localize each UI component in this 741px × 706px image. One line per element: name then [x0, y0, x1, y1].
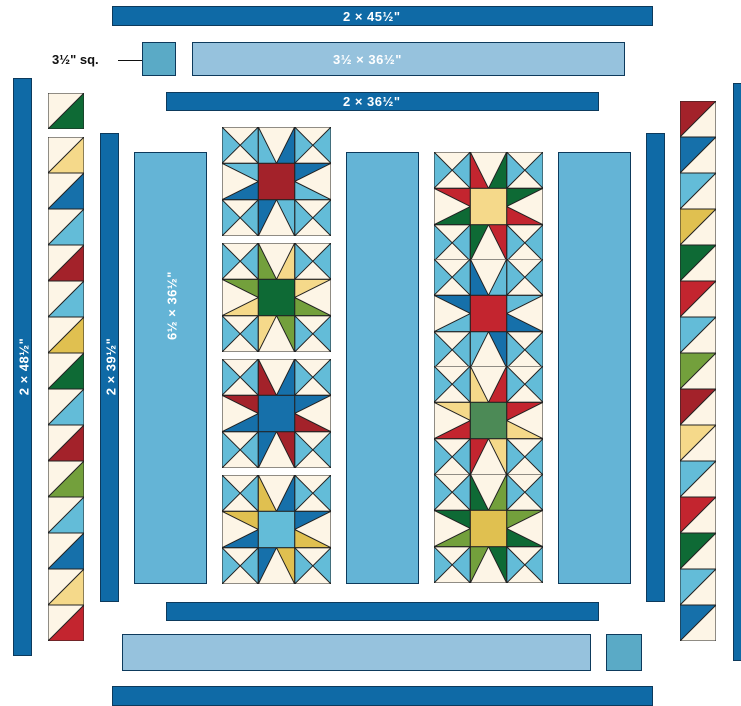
bottom-light-border	[122, 634, 591, 671]
large-block-1	[434, 152, 543, 261]
left-inner-border: 2 × 39½"	[100, 133, 119, 602]
large-block-2	[434, 259, 543, 368]
left-inner-border-label: 2 × 39½"	[104, 327, 119, 407]
center-panel-middle	[346, 152, 419, 584]
large-block-3	[434, 366, 543, 475]
top-inner-border: 2 × 36½"	[166, 92, 599, 111]
right-outer-border	[733, 83, 741, 661]
star-block-1	[222, 127, 331, 236]
large-block-4	[434, 474, 543, 583]
top-inner-border-label: 2 × 36½"	[343, 94, 401, 109]
top-outer-border-label: 2 × 45½"	[343, 9, 401, 24]
left-hst-strip	[48, 137, 84, 641]
star-block-2	[222, 243, 331, 352]
center-panel-right	[558, 152, 631, 584]
center-panel-label: 6½ × 36½"	[165, 256, 180, 356]
left-hst-corner	[48, 93, 84, 129]
bottom-inner-border	[166, 602, 599, 621]
star-block-3	[222, 359, 331, 468]
callout-line	[118, 60, 142, 61]
left-outer-border-label: 2 × 48½"	[17, 327, 32, 407]
bottom-outer-border	[112, 686, 653, 706]
star-block-4	[222, 475, 331, 584]
bottom-corner-square	[606, 634, 642, 671]
top-light-border: 3½ × 36½"	[192, 42, 625, 76]
right-inner-border	[646, 133, 665, 602]
corner-square-label: 3½" sq.	[52, 52, 99, 67]
top-outer-border: 2 × 45½"	[112, 6, 653, 26]
center-panel-left: 6½ × 36½"	[134, 152, 207, 584]
top-light-border-label: 3½ × 36½"	[333, 52, 402, 67]
top-corner-square	[142, 42, 176, 76]
left-outer-border: 2 × 48½"	[13, 78, 32, 656]
right-hst-strip	[680, 101, 716, 641]
